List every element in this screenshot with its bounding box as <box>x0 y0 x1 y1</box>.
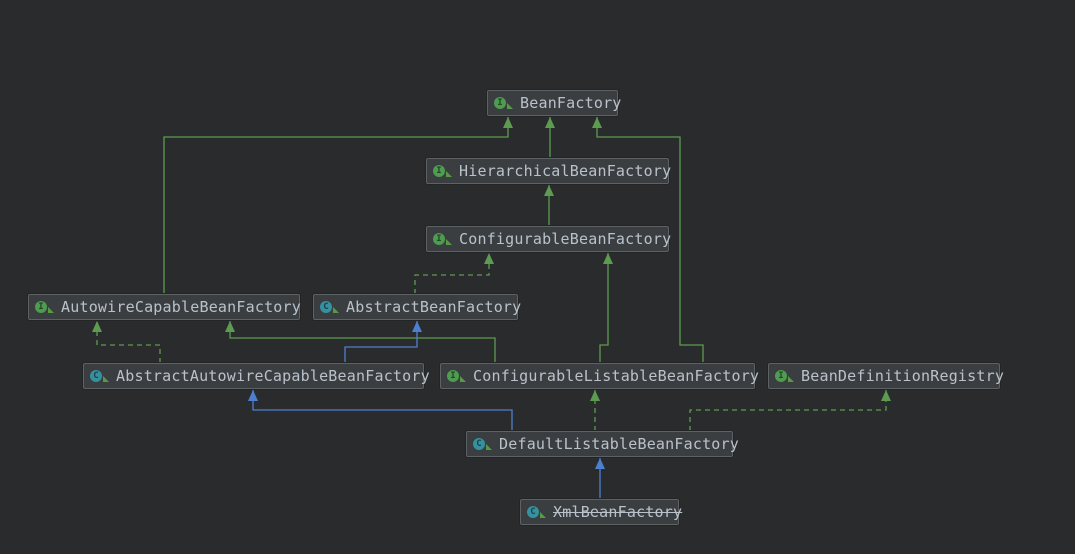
node-BeanDefinitionRegistry[interactable]: I BeanDefinitionRegistry <box>768 363 1004 389</box>
node-label: DefaultListableBeanFactory <box>499 435 739 453</box>
node-HierarchicalBeanFactory[interactable]: I HierarchicalBeanFactory <box>426 158 672 184</box>
node-ConfigurableListableBeanFactory[interactable]: I ConfigurableListableBeanFactory <box>440 363 759 389</box>
edge-ConfigurableListableBeanFactory-extends-AutowireCapableBeanFactory <box>225 321 496 363</box>
class-icon: C <box>527 506 539 518</box>
interface-icon: I <box>35 301 47 313</box>
node-marker-icon <box>788 376 794 382</box>
class-icon: C <box>320 301 332 313</box>
edge-AbstractAutowireCapableBeanFactory-extends-AbstractBeanFactory <box>344 321 422 363</box>
interface-icon: I <box>494 97 506 109</box>
edge-ConfigurableListableBeanFactory-extends-ConfigurableBeanFactory <box>599 253 613 363</box>
edge-DefaultListableBeanFactory-implements-BeanDefinitionRegistry <box>689 390 891 431</box>
node-XmlBeanFactory[interactable]: C XmlBeanFactory <box>520 499 683 525</box>
edge-ConfigurableListableBeanFactory-extends-BeanFactory <box>592 117 704 363</box>
node-label: BeanDefinitionRegistry <box>801 367 1005 385</box>
node-label: AutowireCapableBeanFactory <box>61 298 301 316</box>
interface-icon: I <box>433 233 445 245</box>
node-label: ConfigurableListableBeanFactory <box>473 367 760 385</box>
interface-icon: I <box>447 370 459 382</box>
node-label: XmlBeanFactory <box>553 503 683 521</box>
edge-AbstractBeanFactory-implements-ConfigurableBeanFactory <box>414 253 494 294</box>
node-DefaultListableBeanFactory[interactable]: C DefaultListableBeanFactory <box>466 431 739 457</box>
interface-icon: I <box>433 165 445 177</box>
class-icon: C <box>90 370 102 382</box>
node-marker-icon <box>540 512 546 518</box>
node-AbstractBeanFactory[interactable]: C AbstractBeanFactory <box>313 294 522 320</box>
node-label: AbstractBeanFactory <box>346 298 522 316</box>
node-marker-icon <box>103 376 109 382</box>
edge-AutowireCapableBeanFactory-extends-BeanFactory <box>163 117 513 294</box>
node-label: HierarchicalBeanFactory <box>459 162 672 180</box>
node-label: ConfigurableBeanFactory <box>459 230 672 248</box>
node-marker-icon <box>446 171 452 177</box>
node-marker-icon <box>446 239 452 245</box>
class-icon: C <box>473 438 485 450</box>
edge-DefaultListableBeanFactory-extends-AbstractAutowireCapableBeanFactory <box>248 390 513 431</box>
node-ConfigurableBeanFactory[interactable]: I ConfigurableBeanFactory <box>426 226 672 252</box>
node-marker-icon <box>486 444 492 450</box>
node-AutowireCapableBeanFactory[interactable]: I AutowireCapableBeanFactory <box>28 294 301 320</box>
node-label: AbstractAutowireCapableBeanFactory <box>116 367 430 385</box>
node-marker-icon <box>507 103 513 109</box>
node-marker-icon <box>333 307 339 313</box>
node-marker-icon <box>48 307 54 313</box>
node-label: BeanFactory <box>520 94 622 112</box>
interface-icon: I <box>775 370 787 382</box>
edge-AbstractAutowireCapableBeanFactory-implements-AutowireCapableBeanFactory <box>92 321 161 363</box>
node-BeanFactory[interactable]: I BeanFactory <box>487 90 621 116</box>
node-marker-icon <box>460 376 466 382</box>
node-AbstractAutowireCapableBeanFactory[interactable]: C AbstractAutowireCapableBeanFactory <box>83 363 430 389</box>
